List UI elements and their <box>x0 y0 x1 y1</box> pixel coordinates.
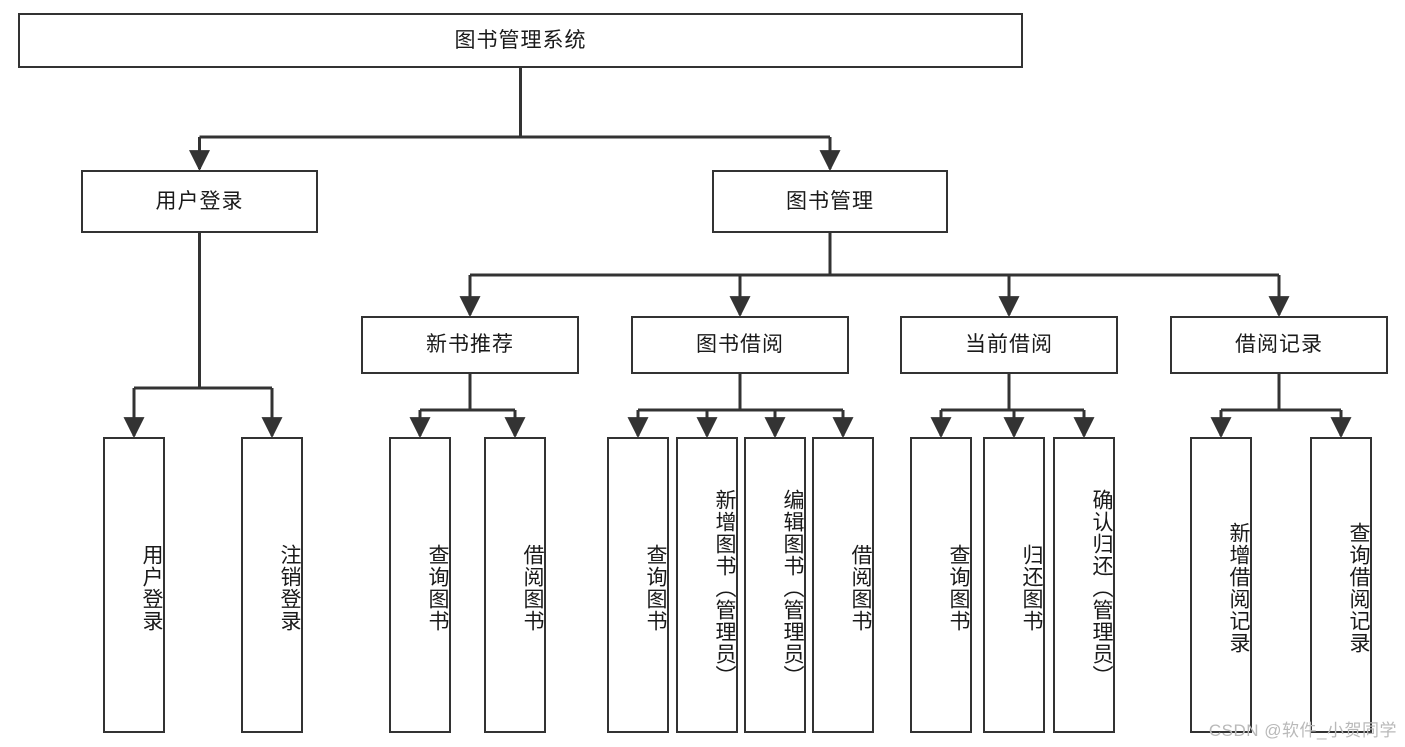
node-label: 新增图书（管理员） <box>713 489 736 687</box>
node-label: 归还图书 <box>1020 544 1043 632</box>
node-label: 用户登录 <box>155 189 244 213</box>
node-leaf-query-book-current[interactable]: 查询图书 <box>910 437 972 733</box>
node-leaf-add-book[interactable]: 新增图书（管理员） <box>676 437 738 733</box>
node-label: 查询图书 <box>644 544 667 632</box>
node-new-book-rec[interactable]: 新书推荐 <box>361 316 579 374</box>
node-leaf-query-record[interactable]: 查询借阅记录 <box>1310 437 1372 733</box>
node-label: 新增借阅记录 <box>1227 522 1250 654</box>
node-root[interactable]: 图书管理系统 <box>18 13 1023 68</box>
node-current-borrow[interactable]: 当前借阅 <box>900 316 1118 374</box>
node-label: 注销登录 <box>278 544 301 632</box>
node-label: 查询借阅记录 <box>1347 522 1370 654</box>
node-label: 借阅图书 <box>521 544 544 632</box>
node-label: 用户登录 <box>140 544 163 632</box>
node-label: 借阅记录 <box>1235 333 1323 357</box>
node-leaf-edit-book[interactable]: 编辑图书（管理员） <box>744 437 806 733</box>
node-label: 查询图书 <box>947 544 970 632</box>
node-label: 查询图书 <box>426 544 449 632</box>
node-leaf-confirm-return[interactable]: 确认归还（管理员） <box>1053 437 1115 733</box>
watermark-text: CSDN @软件_小贺同学 <box>1208 721 1397 740</box>
node-book-borrow[interactable]: 图书借阅 <box>631 316 849 374</box>
node-borrow-record[interactable]: 借阅记录 <box>1170 316 1388 374</box>
node-label: 图书借阅 <box>696 333 784 357</box>
node-leaf-query-book-rec[interactable]: 查询图书 <box>389 437 451 733</box>
node-label: 新书推荐 <box>426 333 514 357</box>
node-label: 借阅图书 <box>849 544 872 632</box>
node-leaf-return-book[interactable]: 归还图书 <box>983 437 1045 733</box>
node-leaf-user-login[interactable]: 用户登录 <box>103 437 165 733</box>
node-leaf-user-logout[interactable]: 注销登录 <box>241 437 303 733</box>
node-label: 编辑图书（管理员） <box>781 489 804 687</box>
node-leaf-borrow-book[interactable]: 借阅图书 <box>812 437 874 733</box>
node-leaf-borrow-book-rec[interactable]: 借阅图书 <box>484 437 546 733</box>
node-leaf-query-book-borrow[interactable]: 查询图书 <box>607 437 669 733</box>
node-label: 当前借阅 <box>965 333 1053 357</box>
node-user-login[interactable]: 用户登录 <box>81 170 318 233</box>
node-label: 确认归还（管理员） <box>1090 489 1113 687</box>
node-book-manage[interactable]: 图书管理 <box>712 170 948 233</box>
node-leaf-add-record[interactable]: 新增借阅记录 <box>1190 437 1252 733</box>
node-label: 图书管理 <box>786 189 874 213</box>
node-label: 图书管理系统 <box>454 28 587 52</box>
